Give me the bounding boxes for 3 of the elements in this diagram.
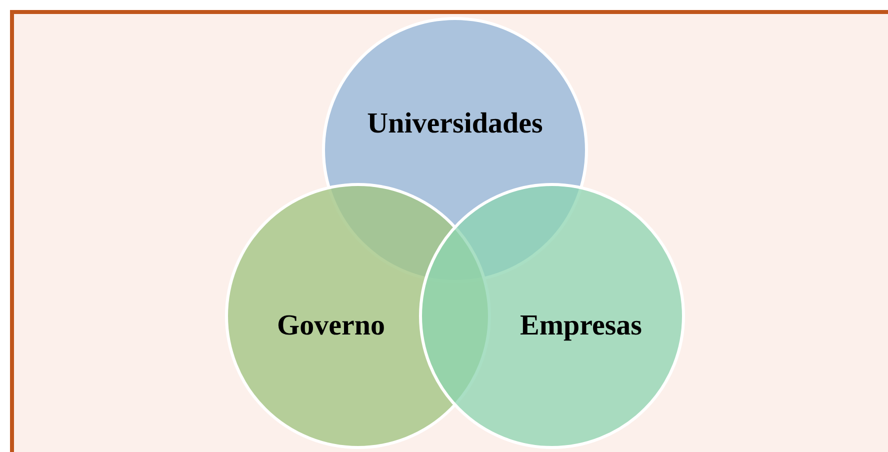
circle-label: Empresas <box>520 312 642 340</box>
circle-label: Governo <box>277 312 385 340</box>
circle-label: Universidades <box>367 110 543 138</box>
